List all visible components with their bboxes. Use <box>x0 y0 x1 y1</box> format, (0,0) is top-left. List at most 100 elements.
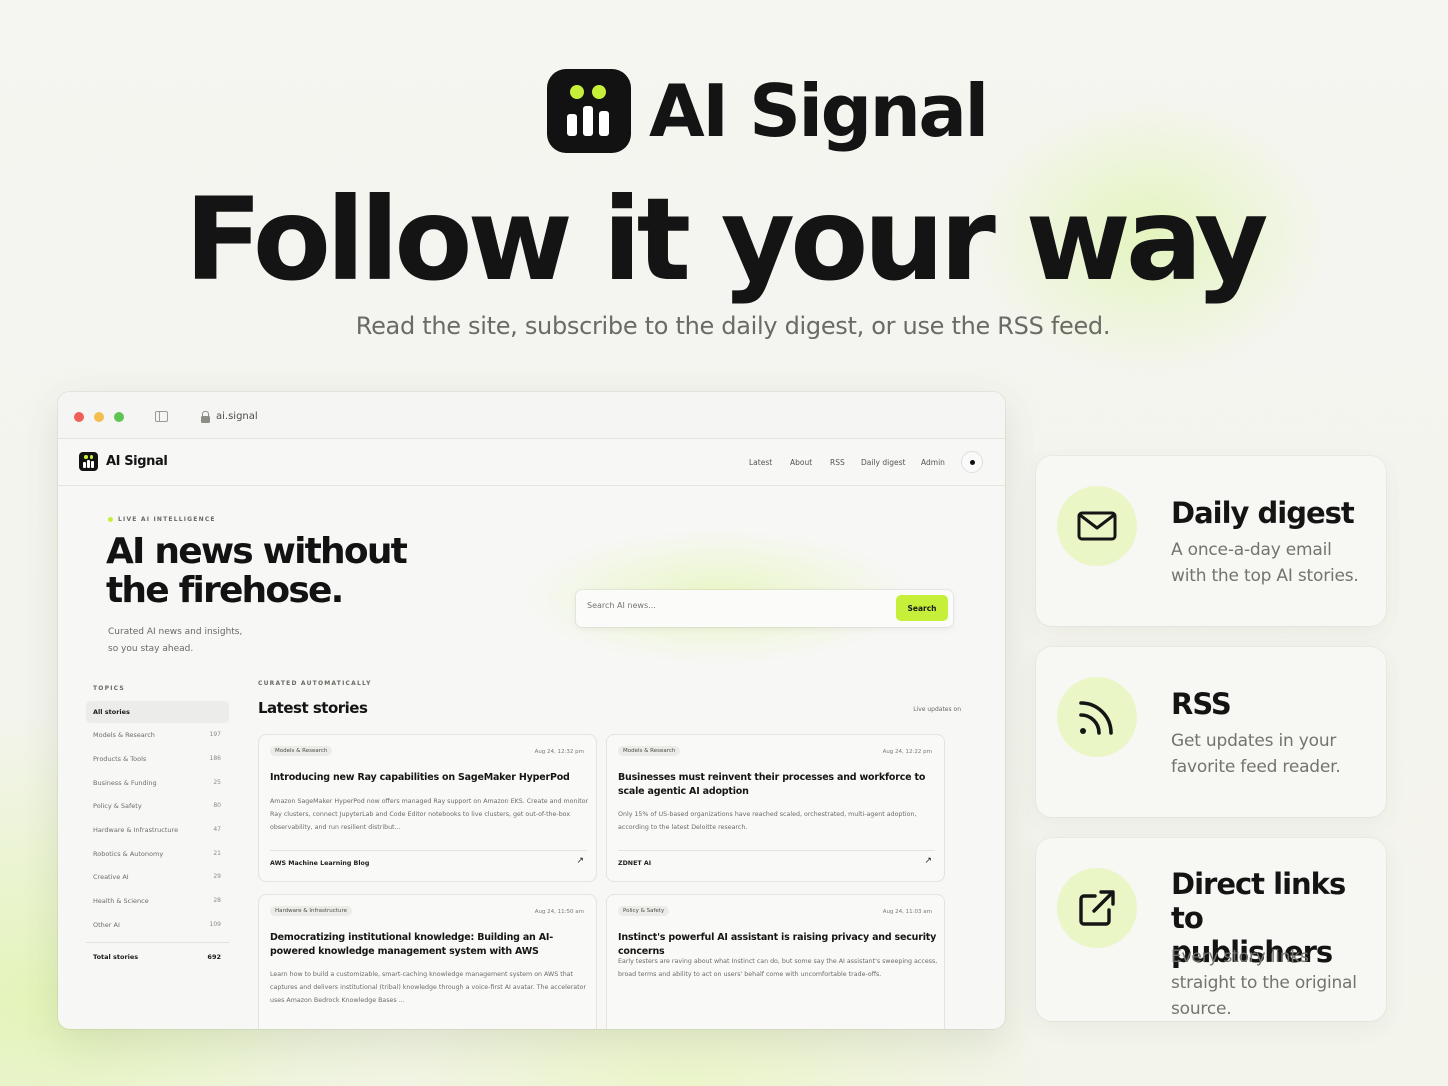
feature-card-daily-digest: Daily digest A once-a-day email with the… <box>1036 456 1386 626</box>
story-card[interactable]: Models & Research Aug 24, 12:22 pm Busin… <box>606 734 945 882</box>
live-updates-label: Live updates on <box>913 706 961 713</box>
topic-item[interactable]: Hardware & Infrastructure 47 <box>86 819 229 841</box>
topic-item[interactable]: Business & Funding 25 <box>86 772 229 794</box>
story-source[interactable]: AWS Machine Learning Blog <box>270 860 370 867</box>
site-title: AI news without the firehose. <box>106 532 426 610</box>
topic-name: Health & Science <box>93 897 149 905</box>
topic-name: Products & Tools <box>93 755 147 763</box>
topic-count: 109 <box>209 921 221 928</box>
feature-card-direct-links: Direct links to publishers Every story l… <box>1036 838 1386 1021</box>
card-divider <box>270 850 587 851</box>
topic-count: 80 <box>213 802 221 809</box>
nav-about[interactable]: About <box>790 458 813 467</box>
feature-description: A once-a-day email with the top AI stori… <box>1171 540 1359 586</box>
topic-item[interactable]: Products & Tools 186 <box>86 748 229 770</box>
story-date: Aug 24, 11:50 am <box>534 909 584 915</box>
hero-glow <box>438 487 998 687</box>
brand: AI Signal <box>547 69 989 153</box>
story-date: Aug 24, 11:03 am <box>882 909 932 915</box>
topic-item[interactable]: Policy & Safety 80 <box>86 795 229 817</box>
nav-admin[interactable]: Admin <box>921 458 945 467</box>
latest-stories-heading: Latest stories <box>258 699 368 717</box>
browser-chrome: ai.signal <box>58 392 1005 439</box>
story-summary: Amazon SageMaker HyperPod now offers man… <box>270 798 589 831</box>
external-link-arrow-icon[interactable]: ↗ <box>924 856 932 866</box>
topic-count: 186 <box>209 755 221 762</box>
topic-chip[interactable]: Models & Research <box>618 746 681 756</box>
story-summary: Early testers are raving about what Inst… <box>618 958 938 978</box>
topic-name: Robotics & Autonomy <box>93 850 164 858</box>
maximize-window-button[interactable] <box>114 412 124 422</box>
nav-rss[interactable]: RSS <box>830 458 845 467</box>
topics-label: TOPICS <box>93 685 125 692</box>
site-header: AI Signal Latest About RSS Daily digest … <box>58 439 1005 486</box>
story-date: Aug 24, 12:32 pm <box>534 749 584 755</box>
topic-count: 197 <box>209 731 221 738</box>
story-card[interactable]: Models & Research Aug 24, 12:32 pm Intro… <box>258 734 597 882</box>
topic-chip[interactable]: Models & Research <box>270 746 333 756</box>
story-card[interactable]: Hardware & Infrastructure Aug 24, 11:50 … <box>258 894 597 1029</box>
topic-count: 47 <box>213 826 221 833</box>
story-date: Aug 24, 12:22 pm <box>882 749 932 755</box>
topic-chip[interactable]: Hardware & Infrastructure <box>270 906 352 916</box>
live-indicator-dot <box>108 517 113 522</box>
topic-count: 25 <box>213 779 221 786</box>
feature-title: Daily digest <box>1171 496 1355 530</box>
address-bar[interactable]: ai.signal <box>216 411 258 422</box>
topic-item[interactable]: Models & Research 197 <box>86 724 229 746</box>
topic-name: Policy & Safety <box>93 802 142 810</box>
nav-latest[interactable]: Latest <box>749 458 773 467</box>
story-summary: Only 15% of US-based organizations have … <box>618 811 917 831</box>
story-title[interactable]: Democratizing institutional knowledge: B… <box>270 932 553 957</box>
site-lead-line-2: so you stay ahead. <box>108 644 194 654</box>
topic-name: Business & Funding <box>93 779 157 787</box>
site-logo-text[interactable]: AI Signal <box>106 454 168 469</box>
story-title[interactable]: Introducing new Ray capabilities on Sage… <box>270 772 570 783</box>
external-link-arrow-icon[interactable]: ↗ <box>576 856 584 866</box>
topic-chip[interactable]: Policy & Safety <box>618 906 670 916</box>
hero-headline: Follow it your way <box>184 173 1268 306</box>
topics-divider <box>86 942 229 943</box>
feature-card-rss: RSS Get updates in your favorite feed re… <box>1036 647 1386 817</box>
total-stories: Total stories 692 <box>86 949 229 965</box>
story-title[interactable]: Instinct's powerful AI assistant is rais… <box>618 932 937 957</box>
feature-description: Every story links straight to the origin… <box>1171 947 1357 1019</box>
topic-name: Hardware & Infrastructure <box>93 826 179 834</box>
topic-item[interactable]: Health & Science 28 <box>86 890 229 912</box>
hero-subheadline: Read the site, subscribe to the daily di… <box>355 312 1111 340</box>
site-title-line-2: the firehose. <box>106 570 344 611</box>
topic-name: All stories <box>93 708 130 716</box>
nav-daily-digest[interactable]: Daily digest <box>861 458 906 467</box>
site-lead-line-1: Curated AI news and insights, <box>108 627 243 637</box>
curated-label: CURATED AUTOMATICALLY <box>258 680 372 687</box>
feature-title: RSS <box>1171 687 1232 721</box>
close-window-button[interactable] <box>74 412 84 422</box>
story-source[interactable]: ZDNET AI <box>618 860 652 867</box>
ai-signal-logo-icon <box>547 69 631 153</box>
topic-name: Other AI <box>93 921 120 929</box>
search-bar: Search <box>576 590 953 627</box>
site-lead: Curated AI news and insights, so you sta… <box>108 624 278 658</box>
topic-all-stories[interactable]: All stories <box>86 701 229 723</box>
topic-name: Models & Research <box>93 731 155 739</box>
minimize-window-button[interactable] <box>94 412 104 422</box>
card-divider <box>618 850 935 851</box>
topic-item[interactable]: Creative AI 29 <box>86 866 229 888</box>
topic-name: Creative AI <box>93 873 129 881</box>
topic-item[interactable]: Robotics & Autonomy 21 <box>86 843 229 865</box>
topic-count: 29 <box>213 873 221 880</box>
topic-count: 21 <box>213 850 221 857</box>
sidebar-toggle-icon[interactable] <box>155 411 168 422</box>
theme-toggle-button[interactable] <box>961 451 983 473</box>
brand-name: AI Signal <box>649 69 989 153</box>
search-input[interactable] <box>587 601 877 610</box>
site-title-line-1: AI news without <box>106 531 408 572</box>
search-button[interactable]: Search <box>896 595 948 621</box>
story-title[interactable]: Businesses must reinvent their processes… <box>618 772 926 797</box>
topic-item[interactable]: Other AI 109 <box>86 914 229 936</box>
feature-title: Direct links to publishers <box>1171 867 1346 969</box>
story-summary: Learn how to build a customizable, smart… <box>270 971 587 1004</box>
site-logo-icon[interactable] <box>79 452 98 471</box>
browser-window: ai.signal AI Signal Latest About RSS Dai… <box>58 392 1005 1029</box>
story-card[interactable]: Policy & Safety Aug 24, 11:03 am Instinc… <box>606 894 945 1029</box>
